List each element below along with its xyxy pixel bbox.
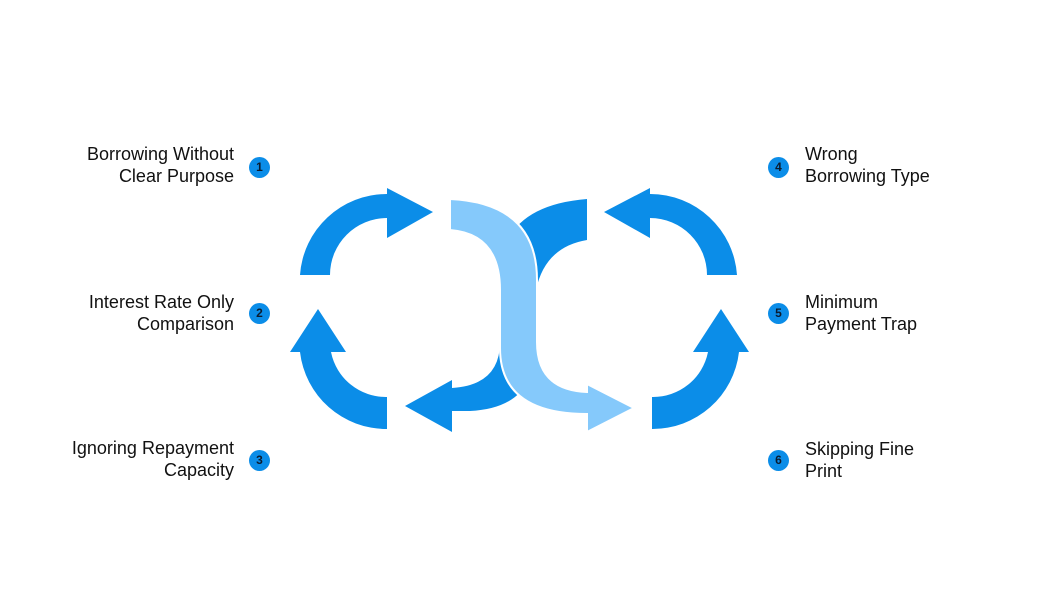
step-4-badge: 4 [768,157,789,178]
step-1-label: Borrowing Without Clear Purpose [86,144,234,186]
step-1-badge: 1 [249,157,270,178]
step-2-badge: 2 [249,303,270,324]
step-3-label: Ignoring Repayment Capacity [71,438,234,480]
step-3-badge: 3 [249,450,270,471]
step-5-label: Minimum Payment Trap [805,292,918,334]
step-2-label: Interest Rate Only Comparison [88,292,234,334]
step-6-label: Skipping Fine Print [805,439,915,481]
arrow-left-top [300,188,433,275]
arrow-right-top [604,188,737,275]
arrow-right-bottom [652,309,749,430]
arrow-left-bottom [290,309,387,430]
step-5-badge: 5 [768,303,789,324]
step-6-badge: 6 [768,450,789,471]
arrow-center-left [405,199,587,432]
arrow-center-ribbon [449,197,637,434]
step-4-label: Wrong Borrowing Type [805,144,930,186]
